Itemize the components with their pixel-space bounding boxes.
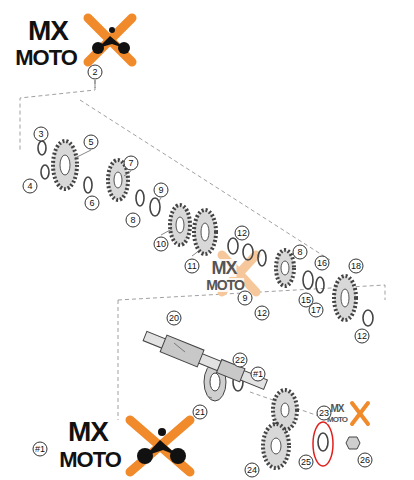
callout-number: 3 [34,127,49,142]
callout-number: 24 [245,463,260,478]
callout-number: 2 [88,65,103,80]
callout-number: 7 [124,156,139,171]
callout-number: 9 [154,183,169,198]
callout-number: 18 [349,259,364,274]
watermark-text: MX [212,259,237,277]
watermark-text: MX [331,404,344,414]
callout-number: 23 [317,406,332,421]
logo-text: MOTO [15,47,77,69]
callout-number: 5 [84,135,99,150]
callout-number: 12 [355,329,370,344]
callout-number: 12 [235,226,250,241]
callout-number: 20 [167,311,182,326]
logo-text: MX [28,17,68,45]
callout-number: 4 [23,179,38,194]
callout-number: 10 [154,237,169,252]
callout-number: #1 [33,442,48,457]
callout-number: 8 [126,213,141,228]
callout-number: 26 [358,453,373,468]
callout-number: 17 [309,303,324,318]
callout-number: 8 [293,245,308,260]
callout-number: 6 [85,196,100,211]
callout-number: 11 [185,259,200,274]
callout-number: 12 [255,306,270,321]
logo-text: MOTO [59,449,121,471]
callout-number: 9 [238,291,253,306]
callout-number: 21 [193,405,208,420]
callout-number: #1 [251,367,266,382]
watermark-text: MOTO [206,278,244,292]
callout-number: 25 [299,455,314,470]
logo-text: MX [68,418,108,446]
callout-number: 16 [315,256,330,271]
callout-number: 22 [233,353,248,368]
